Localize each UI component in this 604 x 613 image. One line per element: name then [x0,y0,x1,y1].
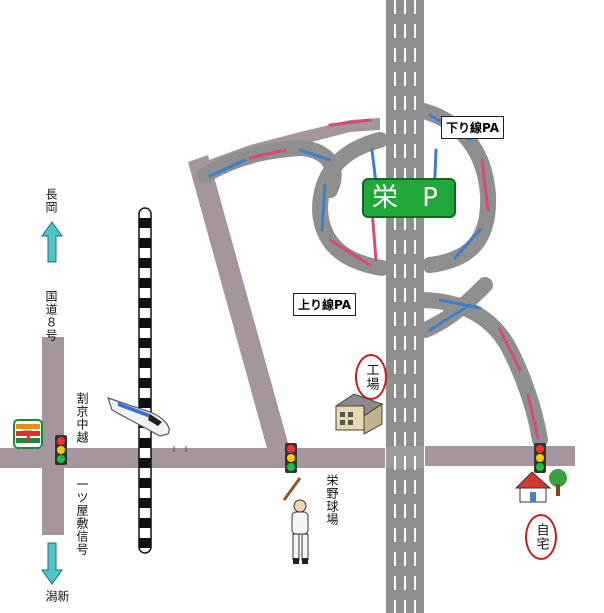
connector-ramp [195,118,380,180]
route-label: 国道８号 [44,290,58,342]
railway [138,207,152,554]
baseball-field-label: 栄野球場 [325,474,339,526]
ramp-arrows [208,113,540,440]
factory-building-icon [334,393,384,435]
expressway [386,0,424,613]
home-house-icon [514,469,567,503]
parking-sign: 栄 P [362,178,456,218]
baseball-player-icon [282,477,309,564]
expressway-lane-marks [394,0,416,613]
diagonal-road [188,155,290,452]
factory-label: 工場 [363,363,379,391]
bullet-train-icon [107,397,170,437]
south-arrow-icon [41,542,63,585]
main-road-east [425,446,575,466]
intersection-left-label: 割京中越 [75,392,89,444]
svg-text:7: 7 [22,427,33,446]
home-label: 自宅 [533,523,549,551]
traffic-light-east-icon [534,443,546,473]
factory-circle: 工場 [355,354,387,400]
ramp-nw-loop [311,132,390,276]
crossing-mark [173,446,187,452]
ramp-up-pa [417,277,493,338]
up-pa-label: 上り線PA [293,293,356,316]
route-8-road [42,337,64,535]
north-destination-label: 長岡 [44,188,58,214]
convenience-store-logo-icon: 7 [13,419,43,449]
home-circle: 自宅 [525,514,557,560]
south-destination-label: 新潟 [44,590,70,603]
down-pa-label: 下り線PA [441,116,504,139]
traffic-light-center-icon [285,443,297,473]
traffic-light-west-icon [55,435,67,465]
intersection-lower-label: 一ツ屋敷信号 [75,478,89,556]
north-arrow-icon [41,221,63,263]
